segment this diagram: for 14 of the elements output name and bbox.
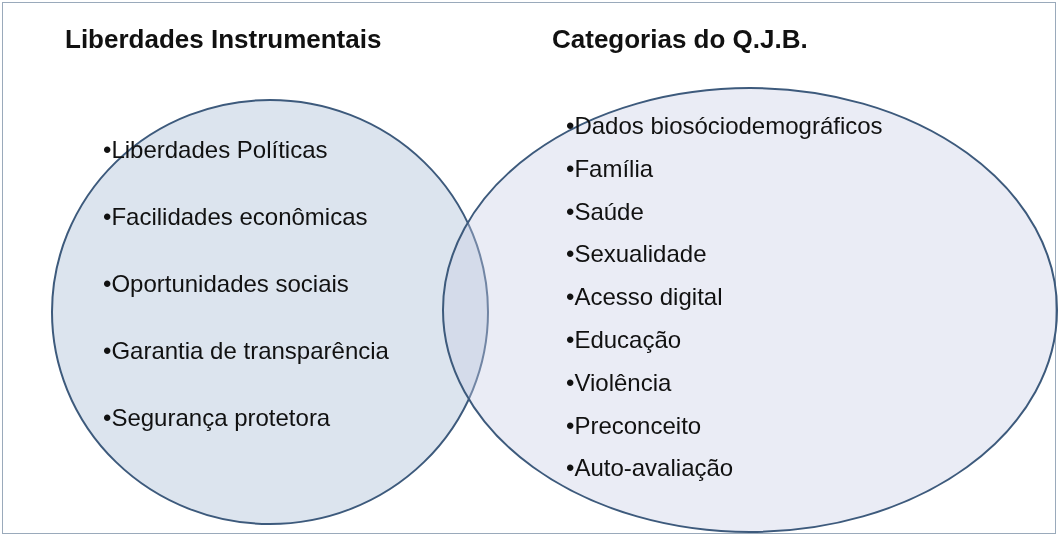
list-item: •Segurança protetora — [103, 404, 331, 432]
set-heading: Liberdades Instrumentais — [65, 24, 382, 54]
list-item: •Acesso digital — [566, 283, 723, 311]
set-heading: Categorias do Q.J.B. — [552, 24, 808, 54]
list-item: •Preconceito — [566, 412, 702, 440]
list-item: •Facilidades econômicas — [103, 203, 368, 231]
list-item: •Garantia de transparência — [103, 337, 389, 365]
list-item: •Auto-avaliação — [566, 454, 734, 482]
list-item: •Família — [566, 155, 654, 183]
list-item: •Sexualidade — [566, 240, 707, 268]
list-item: •Violência — [566, 369, 672, 397]
list-item: •Saúde — [566, 198, 644, 226]
list-item: •Educação — [566, 326, 682, 354]
list-item: •Oportunidades sociais — [103, 270, 349, 298]
